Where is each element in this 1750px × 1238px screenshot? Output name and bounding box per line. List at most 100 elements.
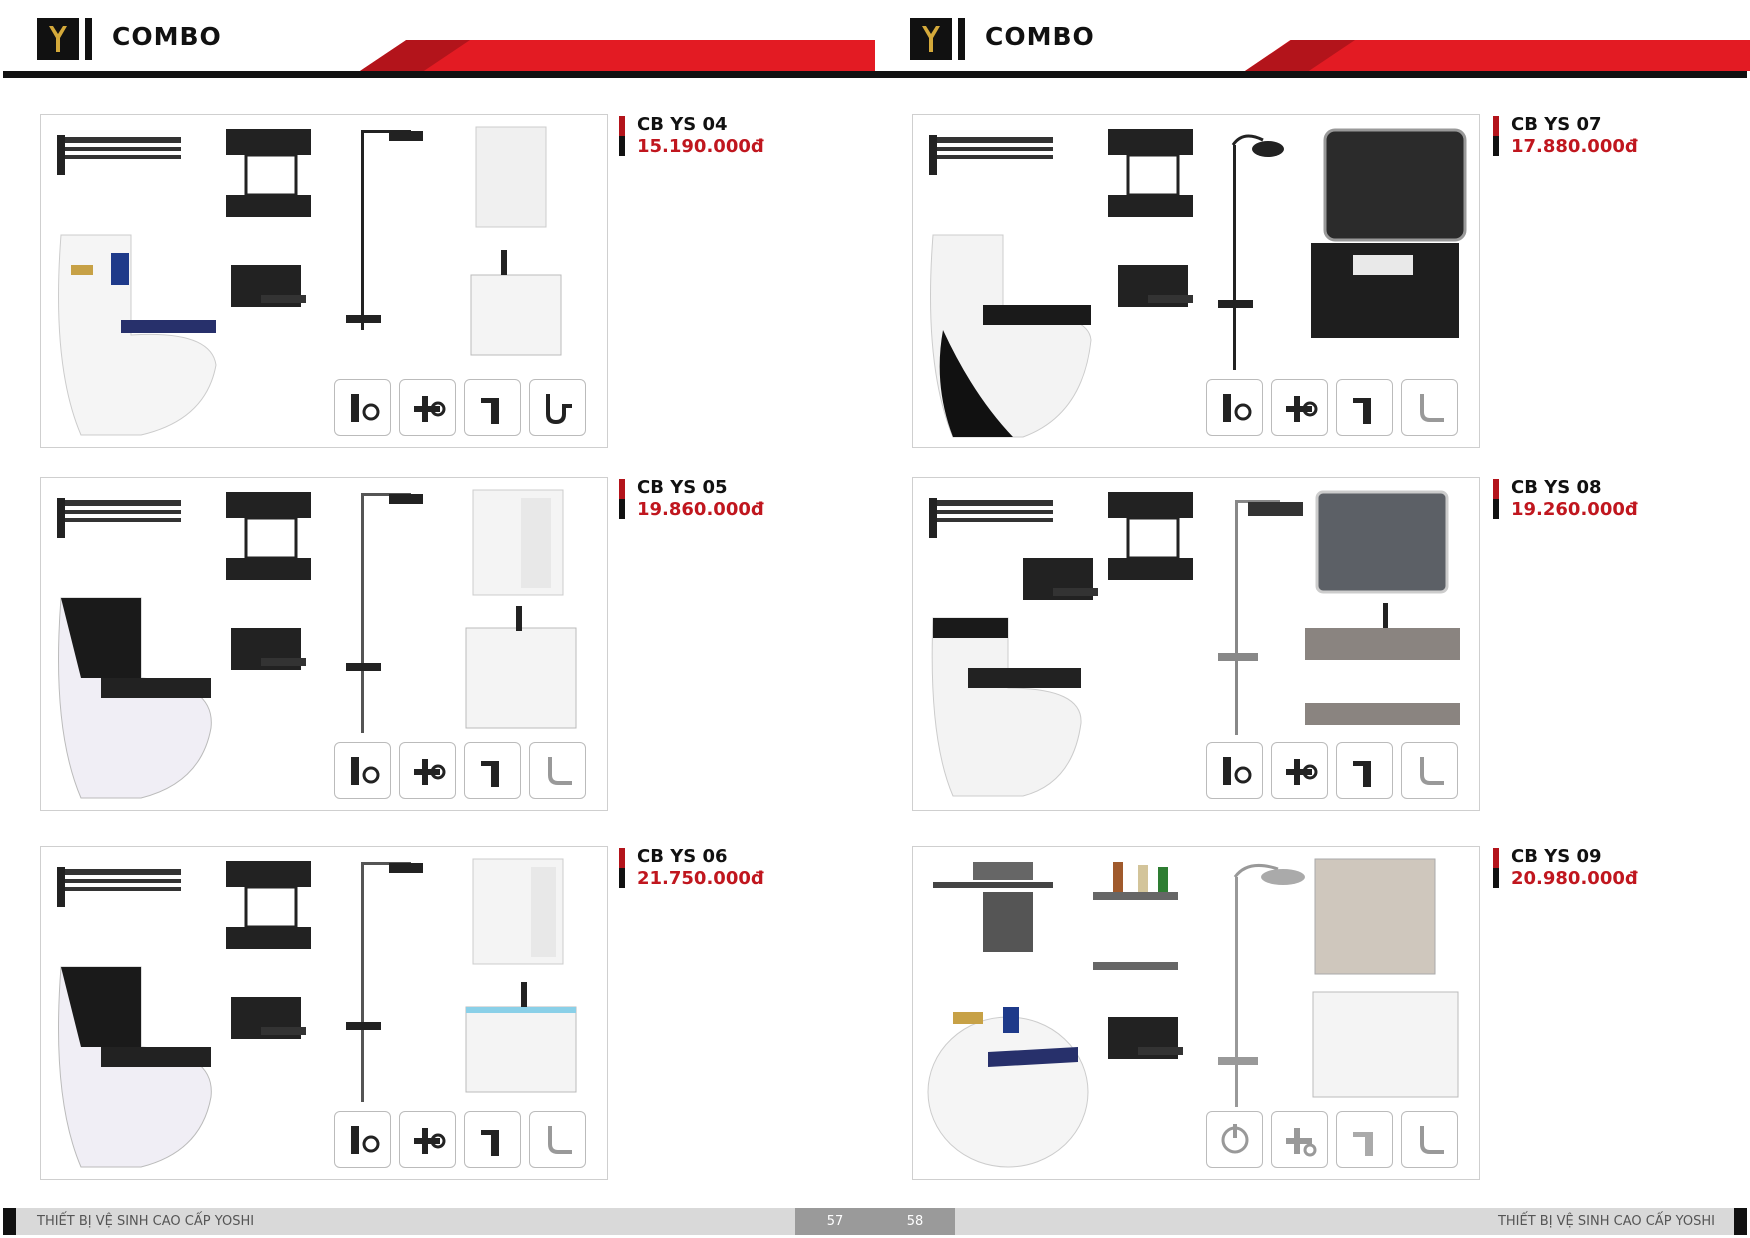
footer-mark xyxy=(1734,1208,1747,1235)
bidet-spray-icon xyxy=(334,742,391,799)
section-title: COMBO xyxy=(112,22,222,51)
logo-divider xyxy=(85,18,92,60)
drain-trap-icon xyxy=(529,742,586,799)
basin-faucet-icon xyxy=(464,379,521,436)
footer-text: THIẾT BỊ VỆ SINH CAO CẤP YOSHI xyxy=(1497,1214,1715,1229)
corner-shelf-icon xyxy=(226,129,311,217)
vanity-basin-icon xyxy=(1305,603,1460,725)
toilet-icon xyxy=(927,1007,1089,1168)
product-price: 17.880.000đ xyxy=(1511,136,1638,157)
drain-trap-icon xyxy=(1401,379,1458,436)
page-header: COMBO xyxy=(0,0,875,80)
product-price: 20.980.000đ xyxy=(1511,868,1638,889)
brand-logo xyxy=(37,18,79,60)
toilet-icon xyxy=(58,597,212,799)
product-card[interactable] xyxy=(40,846,608,1180)
product-illustration xyxy=(57,126,562,436)
paper-holder-icon xyxy=(1118,265,1193,307)
bidet-spray-icon xyxy=(1206,1111,1263,1168)
product-code: CB YS 04 xyxy=(637,114,728,135)
basin-faucet-icon xyxy=(1336,1111,1393,1168)
angle-valve-icon xyxy=(399,742,456,799)
shower-set-icon xyxy=(1218,500,1303,735)
product-price: 15.190.000đ xyxy=(637,136,764,157)
header-rule xyxy=(3,71,875,78)
mirror-icon xyxy=(1314,858,1436,975)
page-number: 58 xyxy=(875,1208,955,1235)
bidet-spray-icon xyxy=(1206,742,1263,799)
paper-holder-icon xyxy=(1108,1017,1183,1059)
accessory-row xyxy=(1206,1111,1458,1168)
shower-set-icon xyxy=(346,493,423,733)
shower-set-icon xyxy=(346,862,423,1102)
product-card[interactable] xyxy=(40,114,608,448)
basin-faucet-icon xyxy=(1336,379,1393,436)
towel-rack-icon xyxy=(57,135,181,175)
label-tick xyxy=(1493,848,1499,888)
product-card[interactable] xyxy=(912,846,1480,1180)
product-price: 19.260.000đ xyxy=(1511,499,1638,520)
basin-faucet-icon xyxy=(1336,742,1393,799)
toilet-icon xyxy=(931,617,1082,797)
paper-holder-icon xyxy=(231,265,306,307)
page-footer: 58 THIẾT BỊ VỆ SINH CAO CẤP YOSHI xyxy=(875,1208,1747,1235)
product-code: CB YS 06 xyxy=(637,846,728,867)
shower-set-icon xyxy=(346,130,423,330)
product-illustration xyxy=(57,858,577,1168)
product-code: CB YS 09 xyxy=(1511,846,1602,867)
basin-faucet-icon xyxy=(464,742,521,799)
page-number: 57 xyxy=(795,1208,875,1235)
drain-trap-icon xyxy=(529,379,586,436)
towel-rack-icon xyxy=(57,867,181,907)
shower-set-icon xyxy=(1218,863,1305,1107)
mirror-icon xyxy=(1323,128,1467,242)
corner-shelf-icon xyxy=(1108,129,1193,217)
footer-mark xyxy=(3,1208,16,1235)
brand-logo xyxy=(910,18,952,60)
bidet-spray-icon xyxy=(334,379,391,436)
angle-valve-icon xyxy=(1271,379,1328,436)
vanity-basin-icon xyxy=(1312,991,1459,1098)
paper-holder-icon xyxy=(231,628,306,670)
corner-shelf-icon xyxy=(1108,492,1193,580)
corner-shelf-icon xyxy=(226,492,311,580)
header-rule xyxy=(875,71,1747,78)
product-code: CB YS 08 xyxy=(1511,477,1602,498)
drain-trap-icon xyxy=(529,1111,586,1168)
bidet-spray-icon xyxy=(334,1111,391,1168)
angle-valve-icon xyxy=(399,379,456,436)
vanity-basin-icon xyxy=(465,606,577,729)
shower-set-icon xyxy=(1218,134,1284,370)
product-illustration xyxy=(929,128,1467,438)
vanity-basin-icon xyxy=(470,250,562,356)
product-illustration xyxy=(927,858,1459,1168)
label-tick xyxy=(619,848,625,888)
right-page: COMBO CB YS 07 17.880.000đ xyxy=(875,0,1750,1238)
product-card[interactable] xyxy=(912,114,1480,448)
product-code: CB YS 05 xyxy=(637,477,728,498)
product-code: CB YS 07 xyxy=(1511,114,1602,135)
label-tick xyxy=(1493,479,1499,519)
angle-valve-icon xyxy=(1271,1111,1328,1168)
product-card[interactable] xyxy=(40,477,608,811)
product-price: 21.750.000đ xyxy=(637,868,764,889)
page-footer: THIẾT BỊ VỆ SINH CAO CẤP YOSHI 57 xyxy=(3,1208,875,1235)
page-header: COMBO xyxy=(875,0,1750,80)
label-tick xyxy=(619,479,625,519)
drain-trap-icon xyxy=(1401,742,1458,799)
paper-holder-icon xyxy=(1023,558,1098,600)
accessory-row xyxy=(1206,742,1458,799)
accessory-row xyxy=(334,742,586,799)
towel-rack-icon xyxy=(933,862,1053,952)
product-illustration xyxy=(929,490,1460,797)
drain-trap-icon xyxy=(1401,1111,1458,1168)
product-card[interactable] xyxy=(912,477,1480,811)
towel-rack-icon xyxy=(929,135,1053,175)
section-title: COMBO xyxy=(985,22,1095,51)
paper-holder-icon xyxy=(231,997,306,1039)
basin-faucet-icon xyxy=(464,1111,521,1168)
product-price: 19.860.000đ xyxy=(637,499,764,520)
corner-shelf-icon xyxy=(1093,862,1178,970)
towel-rack-icon xyxy=(929,498,1053,538)
mirror-icon xyxy=(1315,490,1449,594)
